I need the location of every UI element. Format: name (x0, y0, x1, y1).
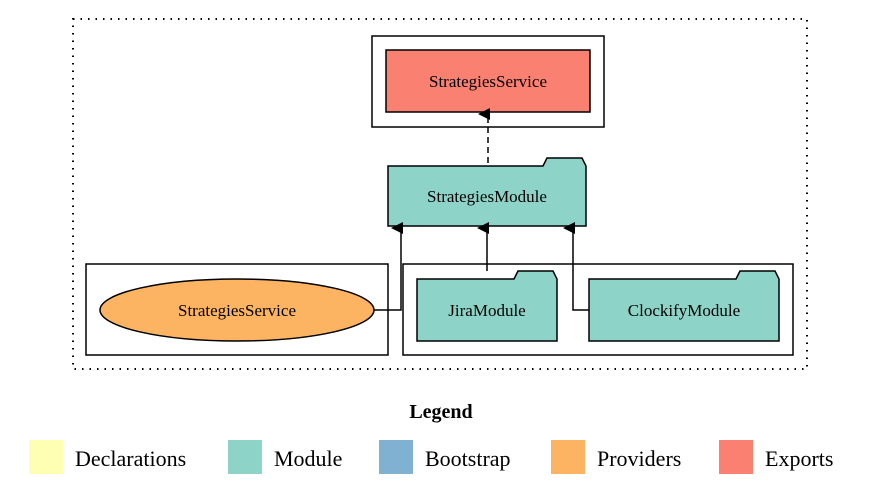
legend-swatch (551, 440, 585, 474)
legend-item-declarations: Declarations (29, 440, 186, 474)
legend-item-module: Module (228, 440, 342, 474)
exports-node[interactable] (385, 49, 591, 113)
legend-swatch (719, 440, 753, 474)
legend-label: Providers (597, 446, 681, 471)
module-cluster-border (72, 18, 808, 370)
legend-title: Legend (409, 401, 472, 423)
import-node-jira-label: JiraModule (448, 301, 525, 320)
exports-node-label: StrategiesService (429, 72, 547, 91)
clockify-edge (563, 222, 589, 311)
import-node-jira[interactable] (416, 270, 558, 342)
provider-node-label: StrategiesService (178, 301, 296, 320)
import-node-clockify[interactable] (588, 270, 780, 342)
legend-label: Exports (765, 446, 833, 471)
legend-label: Declarations (75, 446, 186, 471)
legend-item-exports: Exports (719, 440, 833, 474)
legend-swatch (228, 440, 262, 474)
provider-edge (374, 222, 403, 311)
import-node-clockify-label: ClockifyModule (628, 301, 740, 320)
legend-swatch (29, 440, 63, 474)
module-node[interactable] (387, 157, 587, 227)
legend-item-bootstrap: Bootstrap (379, 440, 511, 474)
legend-label: Module (274, 446, 342, 471)
legend-swatch (379, 440, 413, 474)
legend-item-providers: Providers (551, 440, 681, 474)
legend-label: Bootstrap (425, 446, 511, 471)
module-node-label: StrategiesModule (427, 187, 547, 206)
